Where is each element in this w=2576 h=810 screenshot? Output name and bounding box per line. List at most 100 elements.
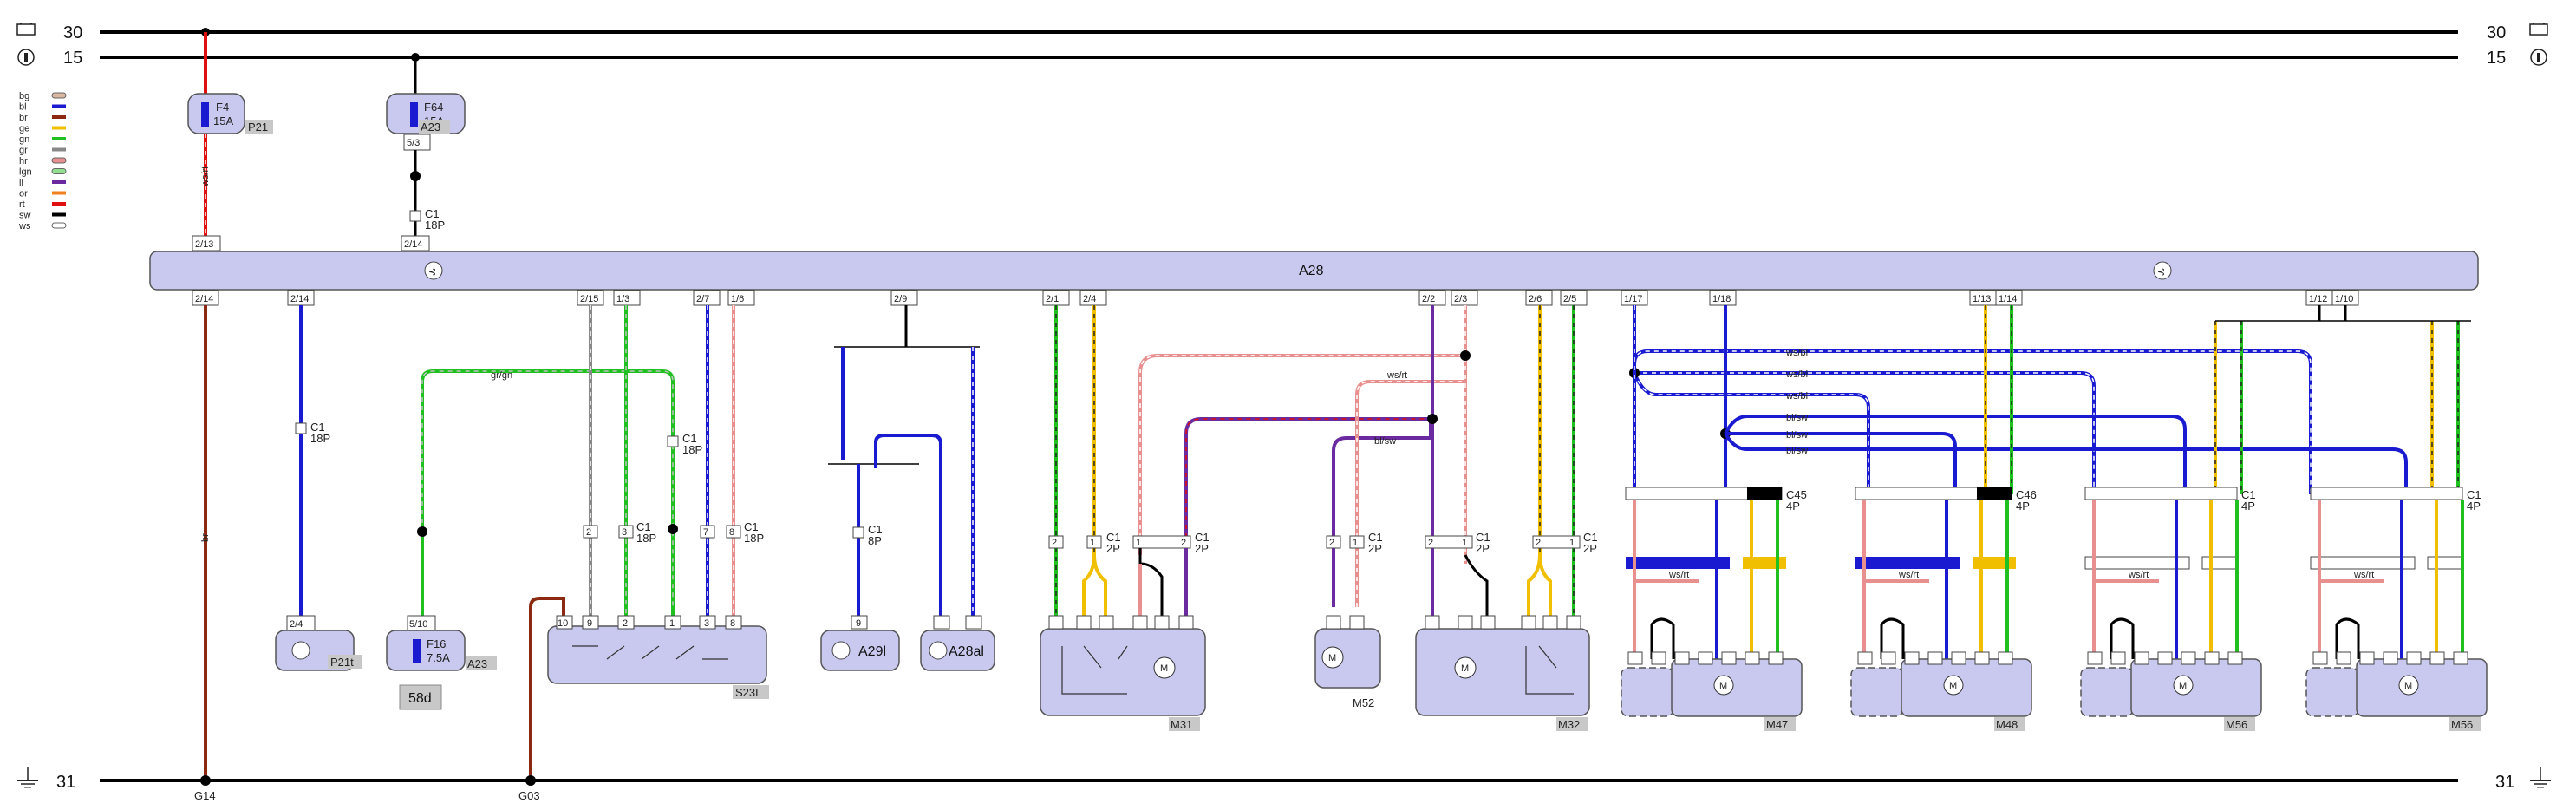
battery-icon bbox=[16, 23, 36, 36]
wire-to-g14: G14 br bbox=[194, 305, 216, 802]
svg-text:M: M bbox=[1160, 663, 1168, 674]
svg-text:1: 1 bbox=[669, 618, 675, 629]
svg-text:18P: 18P bbox=[682, 443, 702, 456]
fuse-f4-tag: P21 bbox=[248, 121, 268, 134]
svg-text:10: 10 bbox=[558, 618, 568, 629]
component-m52: bl/sw ws/rt 2 1 C1 2P M M52 bbox=[1314, 370, 1464, 709]
component-p21t: C1 18P 2/4 P21t bbox=[275, 305, 362, 671]
svg-text:2P: 2P bbox=[1368, 542, 1382, 555]
module-a28-pin: 2/4 bbox=[1079, 290, 1107, 306]
module-a28-pin: 2/14 bbox=[192, 290, 219, 306]
legend-code: rt bbox=[19, 199, 25, 210]
svg-text:ws/bl: ws/bl bbox=[1785, 348, 1808, 358]
module-a28-pin-label: 1/12 bbox=[2309, 294, 2327, 304]
legend-code: ge bbox=[19, 124, 29, 134]
svg-text:3: 3 bbox=[704, 618, 709, 629]
svg-text:bl/sw: bl/sw bbox=[1786, 430, 1808, 441]
legend-item-lgn: lgn bbox=[19, 167, 67, 178]
ground-icon bbox=[17, 767, 38, 788]
battery-icon-right bbox=[2529, 23, 2548, 36]
rail-15: 15 15 bbox=[17, 49, 2547, 68]
module-a28-pin: 2/3 bbox=[1451, 290, 1478, 306]
module-a28-pin-label: 1/13 bbox=[1973, 294, 1991, 304]
module-a28-pin: 1/14 bbox=[1995, 290, 2023, 306]
svg-text:bl/sw: bl/sw bbox=[1374, 436, 1396, 447]
rail-30: 30 30 bbox=[16, 23, 2548, 42]
svg-text:C1: C1 bbox=[1583, 531, 1598, 544]
legend-item-sw: sw bbox=[19, 211, 66, 221]
component-p21t-label: P21t bbox=[330, 656, 354, 669]
fuse-f64-pin: 5/3 bbox=[407, 138, 420, 148]
svg-text:M: M bbox=[1328, 653, 1336, 663]
module-a28-pin: 2/1 bbox=[1042, 290, 1070, 306]
svg-text:2P: 2P bbox=[1583, 542, 1597, 555]
module-a28-pin: 2/9 bbox=[890, 290, 918, 306]
svg-text:ws/rt: ws/rt bbox=[2128, 570, 2149, 580]
fuse-f64: F64 15A A23 5/3 C1 18P bbox=[386, 53, 466, 236]
ground-g14-label: G14 bbox=[194, 789, 216, 802]
module-a28-pin: 1/3 bbox=[613, 290, 641, 306]
module-a28-pin-label: 2/2 bbox=[1422, 294, 1435, 304]
fuse-f64-name: F64 bbox=[424, 101, 443, 114]
connector-c1-18p-top: C1 bbox=[425, 207, 440, 220]
svg-text:2P: 2P bbox=[1195, 542, 1209, 555]
module-a28-pin-label: 1/6 bbox=[731, 294, 744, 304]
module-a28-pin: 1/13 bbox=[1969, 290, 1997, 306]
svg-text:C46: C46 bbox=[2016, 488, 2037, 501]
svg-text:ws/rt: ws/rt bbox=[2353, 570, 2374, 580]
legend-item-rt: rt bbox=[19, 199, 66, 210]
legend-code: sw bbox=[19, 211, 31, 221]
legend-code: li bbox=[19, 178, 23, 188]
component-m56b-label: M56 bbox=[2451, 718, 2473, 731]
legend-code: hr bbox=[19, 156, 28, 167]
svg-text:18P: 18P bbox=[636, 532, 656, 545]
module-a28-pin-label: 2/3 bbox=[1454, 294, 1467, 304]
component-m32-label: M32 bbox=[1558, 718, 1580, 731]
module-a28-top-pin-1: 2/13 bbox=[195, 239, 213, 250]
rail-31-label-left: 31 bbox=[56, 773, 75, 792]
svg-text:C1: C1 bbox=[868, 523, 883, 536]
module-a28-pin: 2/6 bbox=[1525, 290, 1553, 306]
module-a28-pin-label: 2/1 bbox=[1046, 294, 1059, 304]
module-a28-pin: 1/18 bbox=[1709, 290, 1737, 306]
module-a28-pin-label: 1/10 bbox=[2335, 294, 2353, 304]
svg-text:2: 2 bbox=[1536, 538, 1541, 548]
svg-text:M: M bbox=[2404, 681, 2412, 691]
svg-text:8: 8 bbox=[729, 527, 734, 538]
svg-text:2P: 2P bbox=[1106, 542, 1120, 555]
svg-text:2: 2 bbox=[1329, 538, 1334, 548]
legend-code: ws bbox=[18, 221, 31, 232]
module-a28-pin: 2/14 bbox=[287, 290, 315, 306]
svg-text:7: 7 bbox=[703, 527, 708, 538]
svg-text:2/4: 2/4 bbox=[290, 619, 303, 630]
svg-text:ws/bl: ws/bl bbox=[1785, 369, 1808, 380]
component-m32: 2 1 C1 2P 2 1 C1 2P M M32 bbox=[1415, 305, 1598, 731]
rail-30-label-right: 30 bbox=[2487, 23, 2506, 42]
module-a28-top-pin-2: 2/14 bbox=[404, 239, 422, 250]
wire-label-grgn: gr/gn bbox=[491, 370, 512, 381]
legend-code: or bbox=[19, 189, 28, 199]
svg-text:1: 1 bbox=[1353, 538, 1358, 548]
ignition-key-icon bbox=[17, 49, 35, 66]
svg-text:bl/sw: bl/sw bbox=[1786, 446, 1808, 456]
wire-label-wsrt-f4: ws/rt bbox=[200, 167, 211, 187]
svg-text:C1: C1 bbox=[2467, 488, 2481, 501]
svg-text:M: M bbox=[1461, 663, 1469, 674]
legend-code: lgn bbox=[19, 167, 32, 178]
component-s23l-label: S23L bbox=[735, 686, 761, 699]
component-m48-label: M48 bbox=[1996, 718, 2018, 731]
component-s23l: 2 3 C1 18P 7 8 C1 18P C1 18P G03 10 9 2 … bbox=[518, 305, 769, 802]
svg-text:18P: 18P bbox=[744, 532, 764, 545]
module-a28-pin-label: 2/15 bbox=[580, 294, 598, 304]
svg-text:8: 8 bbox=[730, 618, 735, 629]
module-a28-pin-label: 2/6 bbox=[1529, 294, 1542, 304]
component-m31: 2 1 C1 2P 1 2 C1 2P M M31 bbox=[1040, 305, 1465, 731]
svg-text:C1: C1 bbox=[682, 432, 697, 445]
svg-text:2: 2 bbox=[1428, 538, 1433, 548]
legend-item-br: br bbox=[19, 113, 66, 123]
svg-text:br: br bbox=[200, 533, 211, 542]
module-a28-name: A28 bbox=[1299, 264, 1324, 278]
rail-31-label-right: 31 bbox=[2495, 773, 2514, 792]
legend-code: bl bbox=[19, 102, 27, 113]
rail-15-label-right: 15 bbox=[2487, 49, 2506, 68]
